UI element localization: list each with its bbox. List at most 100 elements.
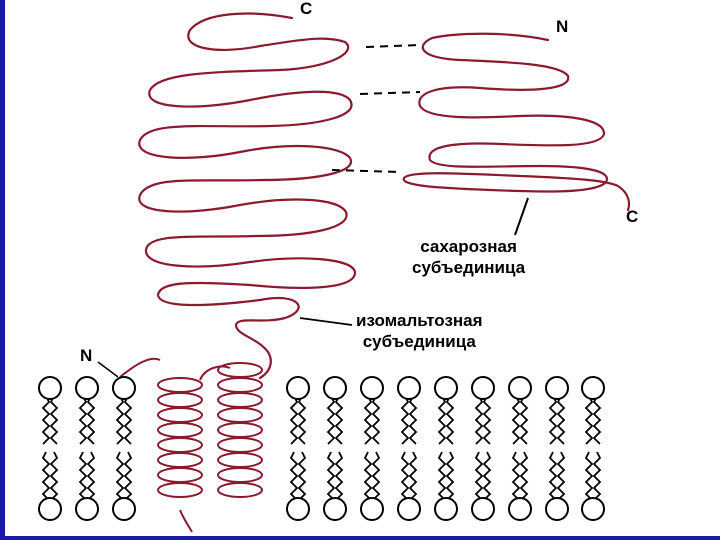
lipid-tail-upper	[400, 395, 410, 445]
helix-coil-0-3	[157, 422, 203, 438]
lipid-tail-lower	[482, 451, 492, 501]
lipid-tail-lower	[115, 451, 125, 501]
c-terminus-label-right: C	[626, 207, 639, 226]
lipid-tail-upper	[115, 395, 125, 445]
lipid-tail-upper	[334, 395, 344, 445]
link-dash-2	[359, 91, 421, 95]
lipid-pair-11	[581, 376, 605, 521]
lipid-tail-lower	[78, 451, 88, 501]
lipid-head	[508, 497, 532, 521]
lipid-pair-4	[323, 376, 347, 521]
lipid-head	[581, 497, 605, 521]
c-terminus-label-top: C	[300, 0, 313, 18]
lipid-tail-lower	[400, 451, 410, 501]
isomaltase-chain	[138, 12, 357, 380]
lipid-pair-0	[38, 376, 62, 521]
lipid-tail-lower	[49, 451, 59, 501]
lipid-head	[286, 497, 310, 521]
lipid-tail-lower	[363, 451, 373, 501]
lipid-tail-lower	[408, 451, 418, 501]
lipid-tail-lower	[123, 451, 133, 501]
lipid-tail-lower	[334, 451, 344, 501]
lipid-pair-9	[508, 376, 532, 521]
lipid-head	[112, 497, 136, 521]
lipid-tail-lower	[326, 451, 336, 501]
lipid-tail-upper	[123, 395, 133, 445]
lipid-head	[508, 376, 532, 400]
lipid-tail-upper	[363, 395, 373, 445]
lipid-tail-upper	[584, 395, 594, 445]
helix-connector	[119, 357, 231, 533]
lipid-head	[360, 497, 384, 521]
helix-coil-1-6	[217, 452, 263, 468]
lipid-pair-8	[471, 376, 495, 521]
lipid-head	[581, 376, 605, 400]
link-dash-3	[331, 169, 401, 173]
lipid-tail-lower	[556, 451, 566, 501]
lipid-tail-upper	[86, 395, 96, 445]
lipid-tail-lower	[86, 451, 96, 501]
lipid-tail-lower	[548, 451, 558, 501]
lipid-head	[545, 497, 569, 521]
lipid-bilayer	[38, 376, 605, 521]
lipid-tail-upper	[297, 395, 307, 445]
lipid-head	[286, 376, 310, 400]
lipid-pair-7	[434, 376, 458, 521]
sucrase-chain	[402, 32, 631, 212]
helix-coils	[157, 362, 263, 498]
lipid-pair-6	[397, 376, 421, 521]
sucrase-label-line2: субъединица	[412, 258, 526, 277]
n-terminus-label-top-right: N	[556, 17, 569, 36]
helix-coil-1-7	[217, 467, 263, 483]
lipid-tail-lower	[41, 451, 51, 501]
lipid-tail-upper	[289, 395, 299, 445]
lipid-tail-lower	[297, 451, 307, 501]
lipid-tail-upper	[371, 395, 381, 445]
lipid-tail-upper	[548, 395, 558, 445]
lipid-tail-lower	[289, 451, 299, 501]
lipid-tail-lower	[519, 451, 529, 501]
helix-coil-0-1	[157, 392, 203, 408]
lipid-head	[112, 376, 136, 400]
sucrase-label-line1: сахарозная	[420, 237, 517, 256]
isomaltase-label-line1: изомальтозная	[356, 311, 483, 330]
lipid-tail-upper	[326, 395, 336, 445]
lipid-tail-upper	[474, 395, 484, 445]
isomaltase-subunit-label: изомальтозная субъединица	[356, 310, 483, 352]
lipid-head	[38, 497, 62, 521]
frame-left-edge	[0, 0, 5, 540]
lipid-tail-lower	[511, 451, 521, 501]
lipid-tail-upper	[482, 395, 492, 445]
lipid-pair-10	[545, 376, 569, 521]
lipid-tail-upper	[408, 395, 418, 445]
lipid-tail-lower	[437, 451, 447, 501]
helix-coil-1-1	[217, 377, 263, 393]
helix-coil-1-8	[217, 482, 263, 498]
lipid-head	[323, 376, 347, 400]
lipid-tail-upper	[519, 395, 529, 445]
helix-coil-0-0	[157, 377, 203, 393]
lipid-head	[471, 497, 495, 521]
subunit-links	[331, 44, 421, 173]
lipid-pair-2	[112, 376, 136, 521]
helix-coil-1-2	[217, 392, 263, 408]
lipid-pair-3	[286, 376, 310, 521]
lipid-tail-upper	[592, 395, 602, 445]
helix-coil-1-3	[217, 407, 263, 423]
link-dash-1	[365, 44, 421, 48]
lipid-head	[545, 376, 569, 400]
isomaltase-leader-line	[299, 317, 353, 326]
helix-coil-1-5	[217, 437, 263, 453]
lipid-head	[471, 376, 495, 400]
lipid-head	[434, 497, 458, 521]
lipid-pair-1	[75, 376, 99, 521]
isomaltase-label-line2: субъединица	[362, 332, 476, 351]
lipid-tail-lower	[371, 451, 381, 501]
helix-coil-0-6	[157, 467, 203, 483]
lipid-head	[38, 376, 62, 400]
lipid-pair-5	[360, 376, 384, 521]
lipid-tail-upper	[78, 395, 88, 445]
helix-coil-1-4	[217, 422, 263, 438]
